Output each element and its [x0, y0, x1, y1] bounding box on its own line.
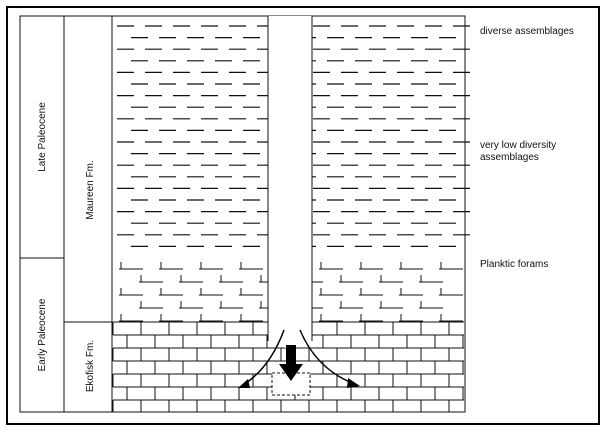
annotation-low-diversity: very low diversity assemblages — [480, 140, 590, 164]
formation-label-ekofisk: Ekofisk Fm. — [85, 340, 96, 392]
right-curved-arrow — [299, 329, 353, 384]
annotation-diverse: diverse assemblages — [480, 26, 574, 37]
formation-label-maureen: Maureen Fm. — [85, 160, 96, 219]
epoch-label-early: Early Paleocene — [37, 298, 48, 371]
annotation-low-diversity-line1: very low diversity — [480, 140, 557, 151]
left-arrowhead-icon — [238, 379, 250, 388]
column-frame — [19, 15, 466, 413]
annotation-low-diversity-line2: assemblages — [480, 152, 539, 163]
epoch-label-late: Late Paleocene — [37, 102, 48, 172]
right-arrowhead-icon — [347, 378, 360, 388]
down-arrow-shaft — [286, 345, 296, 367]
outer-frame — [6, 6, 600, 425]
borehole-column — [268, 16, 312, 341]
down-arrow-icon — [279, 364, 303, 381]
marl-pattern — [119, 262, 463, 322]
dashed-cavity — [271, 372, 311, 396]
annotation-planktic: Planktic forams — [480, 259, 549, 270]
